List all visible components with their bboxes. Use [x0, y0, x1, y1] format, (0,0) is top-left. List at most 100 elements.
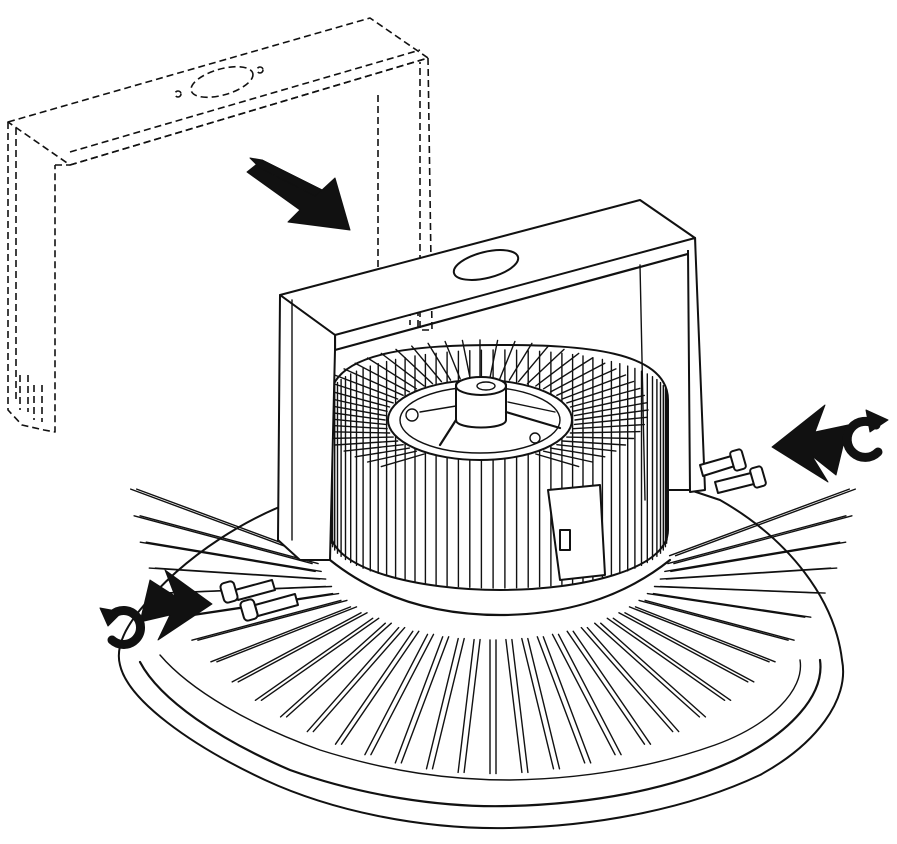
sink-top-fin — [489, 339, 499, 379]
fin-line — [652, 592, 812, 618]
sink-top-fin — [380, 453, 425, 468]
fin-line — [673, 515, 853, 565]
fin-line — [551, 633, 616, 756]
fin-line — [572, 630, 652, 745]
heat-sink — [311, 339, 669, 591]
sink-top-fin — [549, 362, 606, 393]
sink-top-fin — [354, 362, 411, 393]
fin-line — [431, 637, 465, 770]
fin-line — [425, 637, 459, 770]
sink-top-fin — [366, 357, 418, 390]
fin-line — [644, 599, 795, 641]
fin-line — [370, 633, 435, 756]
sink-top-fin — [573, 402, 648, 417]
sink-top-fin — [333, 374, 399, 400]
sink-top-fin — [325, 436, 394, 440]
screw-right-upper — [699, 448, 747, 477]
fin-line — [668, 488, 850, 557]
screw-arrow-right-icon — [139, 569, 213, 641]
screw-left-lower — [239, 593, 299, 622]
fin-line — [237, 612, 368, 683]
fin-line — [600, 622, 707, 718]
fin-line — [667, 515, 847, 565]
fin-line — [634, 606, 776, 663]
fin-line — [606, 617, 726, 701]
sink-top-fin — [354, 447, 411, 458]
fin-line — [133, 515, 313, 565]
fin-line — [260, 617, 380, 701]
sink-top-fin — [574, 409, 649, 421]
sink-top-fin — [569, 387, 641, 408]
fin-line — [154, 567, 327, 580]
sink-top-fin — [508, 342, 533, 381]
fin-line — [279, 622, 386, 718]
sink-top-fin — [556, 444, 617, 452]
arrow-down-right-icon — [246, 157, 351, 231]
sink-top-fin — [572, 394, 645, 412]
fin-line — [191, 599, 342, 641]
sink-top-fin — [444, 340, 461, 380]
fin-line — [216, 606, 358, 663]
sink-top-fin — [569, 430, 641, 434]
fin-line — [664, 541, 841, 573]
fin-line — [624, 612, 755, 683]
screw-left-upper — [219, 579, 276, 604]
fin-line — [670, 541, 847, 573]
sink-top-fin — [561, 374, 627, 400]
sink-top-fin — [499, 340, 516, 380]
sink-top-fin — [461, 339, 471, 379]
fin-line — [340, 630, 420, 745]
fin-line — [312, 626, 406, 733]
fin-line — [542, 636, 592, 764]
sink-top-fin — [573, 416, 648, 426]
fin-line — [646, 592, 806, 618]
fin-line — [612, 617, 732, 701]
fin-line — [139, 515, 319, 565]
mounting-bracket — [277, 199, 706, 561]
fin-line — [254, 617, 374, 701]
fin-line — [145, 541, 322, 573]
sink-top-fin — [411, 345, 443, 383]
fin-line — [527, 637, 561, 770]
rotate-clockwise-icon — [842, 409, 889, 462]
sink-top-fin — [325, 380, 394, 404]
fin-line — [638, 599, 789, 641]
fin-line — [285, 622, 392, 718]
screw-arrow-left-icon — [771, 404, 849, 483]
fin-line — [505, 638, 523, 774]
fin-line — [566, 630, 646, 745]
fin-line — [457, 638, 475, 774]
sink-top-fin — [366, 450, 418, 463]
sink-top-fin — [542, 357, 594, 390]
sink-top-fin — [572, 423, 645, 430]
rotate-counterclockwise-icon — [99, 606, 145, 649]
sink-top-fin — [542, 450, 594, 463]
sink-top-fin — [380, 352, 425, 387]
fin-line — [586, 626, 680, 733]
screw-right-lower — [714, 465, 767, 494]
fin-line — [674, 488, 856, 557]
high-bay-light-fixture — [117, 199, 856, 830]
sink-top-fin — [561, 440, 627, 446]
sink-top-fin — [535, 352, 580, 387]
fin-line — [334, 630, 414, 745]
sink-top-fin — [535, 453, 580, 468]
fin-line — [463, 638, 481, 774]
fin-line — [231, 612, 362, 683]
sink-top-fin — [517, 345, 549, 383]
sink-top-fin — [427, 342, 452, 381]
fin-line — [394, 636, 444, 764]
sink-top-fin — [343, 444, 404, 452]
sink-top-fin — [566, 380, 635, 404]
fin-line — [197, 599, 348, 641]
sink-top-fin — [549, 447, 606, 458]
fin-line — [557, 633, 622, 756]
sink-top-fin — [526, 348, 565, 385]
fin-line — [139, 541, 316, 573]
fin-line — [618, 612, 749, 683]
fin-line — [364, 633, 429, 756]
bracket-screws — [219, 448, 767, 622]
fin-line — [580, 626, 674, 733]
sink-top-fin — [556, 368, 617, 396]
